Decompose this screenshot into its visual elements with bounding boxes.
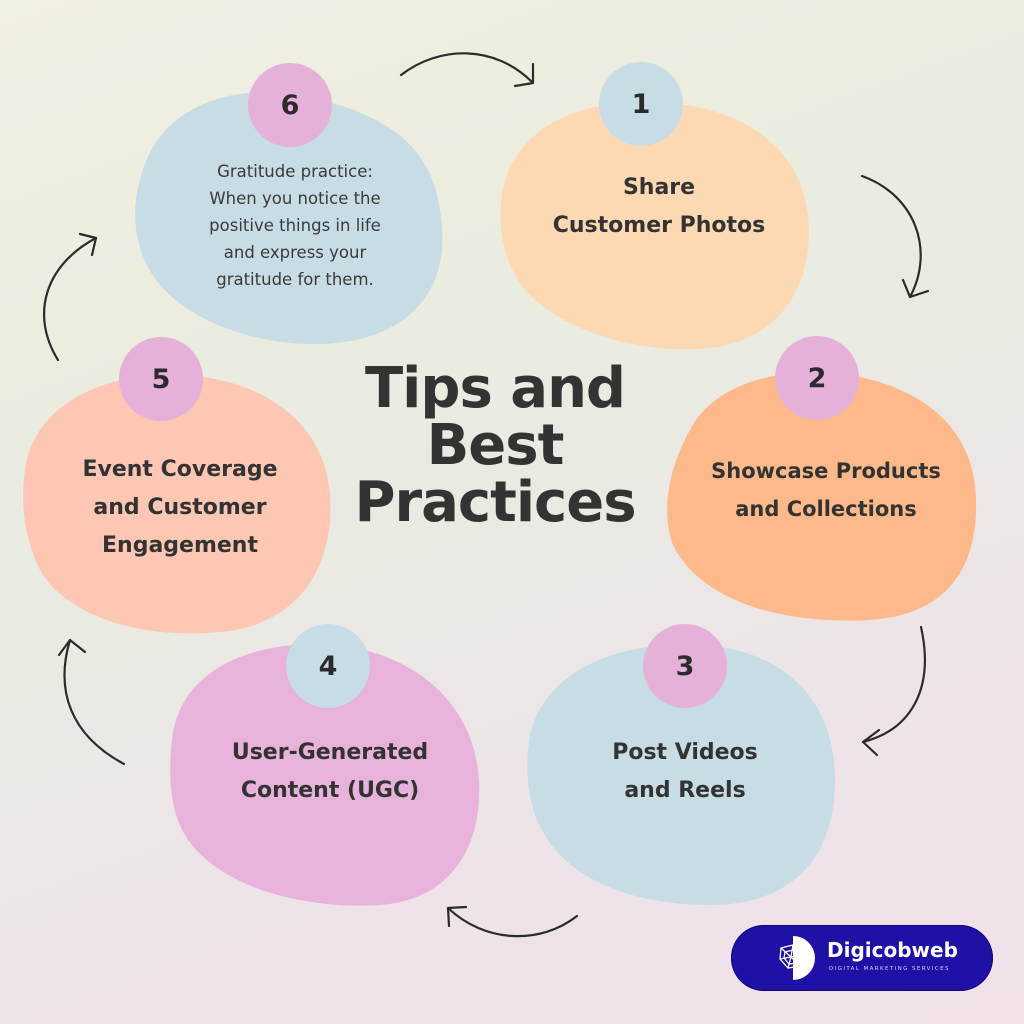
step-2-text: Showcase Products and Collections xyxy=(676,452,976,528)
page-title-line: Tips and xyxy=(364,356,626,421)
step-4-text-line: User-Generated xyxy=(231,740,429,765)
step-6-text-line: Gratitude practice: xyxy=(217,162,373,181)
page-title-line: Practices xyxy=(354,470,636,535)
step-3-text: Post Videos and Reels xyxy=(545,734,825,810)
step-3-blob xyxy=(527,644,835,905)
step-5-text-line: and Customer xyxy=(93,495,267,520)
step-1-text-line: Share xyxy=(622,175,696,200)
step-6-text: Gratitude practice: When you notice the … xyxy=(160,158,430,293)
brand-logo: Digicobweb DIGITAL MARKETING SERVICES xyxy=(731,925,993,991)
curved-arrow-icon xyxy=(860,174,930,299)
step-6-text-line: and express your xyxy=(223,243,367,262)
step-6-text-line: gratitude for them. xyxy=(216,270,374,289)
page-title-line: Best xyxy=(426,413,565,478)
step-4-blob xyxy=(170,644,480,906)
step-5-text: Event Coverage and Customer Engagement xyxy=(40,451,320,565)
page-title: Tips and Best Practices xyxy=(330,360,660,531)
brand-name: Digicobweb xyxy=(827,938,958,962)
step-5-number: 5 xyxy=(151,363,171,395)
step-6-badge xyxy=(248,63,332,147)
step-1-text-line: Customer Photos xyxy=(552,213,766,238)
curved-arrow-icon xyxy=(446,905,579,938)
step-1-badge xyxy=(599,62,683,146)
curved-arrow-icon xyxy=(43,232,98,362)
curved-arrow-icon xyxy=(399,52,535,88)
step-3-number: 3 xyxy=(675,650,695,682)
step-4-text-line: Content (UGC) xyxy=(240,778,420,803)
step-5-text-line: Event Coverage xyxy=(82,457,278,482)
cobweb-logo-icon xyxy=(779,936,815,980)
step-6-text-line: When you notice the xyxy=(209,189,381,208)
step-3-badge xyxy=(643,624,727,708)
curved-arrow-icon xyxy=(861,625,926,757)
step-5-badge xyxy=(119,337,203,421)
curved-arrow-icon xyxy=(57,638,126,766)
brand-tagline: DIGITAL MARKETING SERVICES xyxy=(829,966,950,972)
step-3-text-line: Post Videos xyxy=(612,740,758,765)
step-6-blob xyxy=(135,91,443,345)
step-2-badge xyxy=(775,336,859,420)
step-3-text-line: and Reels xyxy=(624,778,746,803)
step-4-number: 4 xyxy=(318,650,338,682)
step-2-blob xyxy=(667,372,977,621)
step-1-number: 1 xyxy=(631,88,651,120)
step-6-number: 6 xyxy=(280,89,300,121)
step-2-text-line: and Collections xyxy=(735,497,917,521)
step-5-blob xyxy=(23,374,331,634)
step-1-blob xyxy=(500,101,809,350)
step-5-text-line: Engagement xyxy=(102,533,258,558)
step-4-text: User-Generated Content (UGC) xyxy=(190,734,470,810)
step-2-number: 2 xyxy=(807,362,827,394)
step-1-text: Share Customer Photos xyxy=(520,169,798,245)
step-4-badge xyxy=(286,624,370,708)
step-6-text-line: positive things in life xyxy=(209,216,381,235)
step-2-text-line: Showcase Products xyxy=(711,459,941,483)
